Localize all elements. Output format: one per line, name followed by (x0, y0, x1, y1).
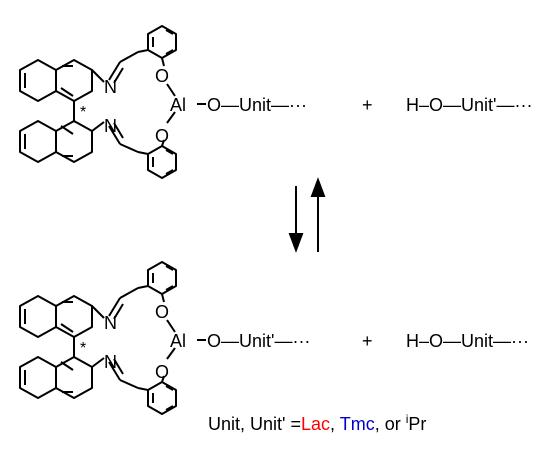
bottom-o-lower: O (155, 362, 169, 382)
bottom-plus: + (362, 331, 373, 351)
top-complex: N N O O Al * O—Unit—··· + H–O—Unit'—··· (19, 25, 532, 179)
top-chiral-mark: * (80, 104, 86, 121)
bottom-o-upper: O (155, 302, 169, 322)
top-chain: O—Unit—··· (207, 95, 307, 115)
top-n-upper: N (104, 77, 117, 97)
top-o-lower: O (155, 126, 169, 146)
caption-iso: Pr (408, 414, 426, 434)
bottom-chain: O—Unit'—··· (207, 331, 310, 351)
caption-iso-sup: i (406, 412, 409, 426)
top-aluminum: Al (170, 95, 186, 115)
top-reactant: H–O—Unit'—··· (406, 95, 532, 115)
caption-tmc: Tmc (340, 414, 375, 434)
equilibrium-arrows-icon (288, 177, 326, 253)
bottom-n-lower: N (104, 352, 117, 372)
top-o-upper: O (155, 66, 169, 86)
caption-lac: Lac (301, 414, 330, 434)
caption-sep2: , or (375, 414, 406, 434)
caption-sep1: , (330, 414, 340, 434)
bottom-chiral-mark: * (80, 340, 86, 357)
bottom-aluminum: Al (170, 331, 186, 351)
top-n-lower: N (104, 116, 117, 136)
bottom-complex: N N O O Al * O—Unit'—··· + H–O—Unit—··· (19, 261, 529, 415)
bottom-reactant: H–O—Unit—··· (406, 331, 529, 351)
caption: Unit, Unit' =Lac, Tmc, or iPr (208, 412, 426, 434)
caption-prefix: Unit, Unit' = (208, 414, 301, 434)
top-plus: + (362, 95, 373, 115)
bottom-n-upper: N (104, 313, 117, 333)
